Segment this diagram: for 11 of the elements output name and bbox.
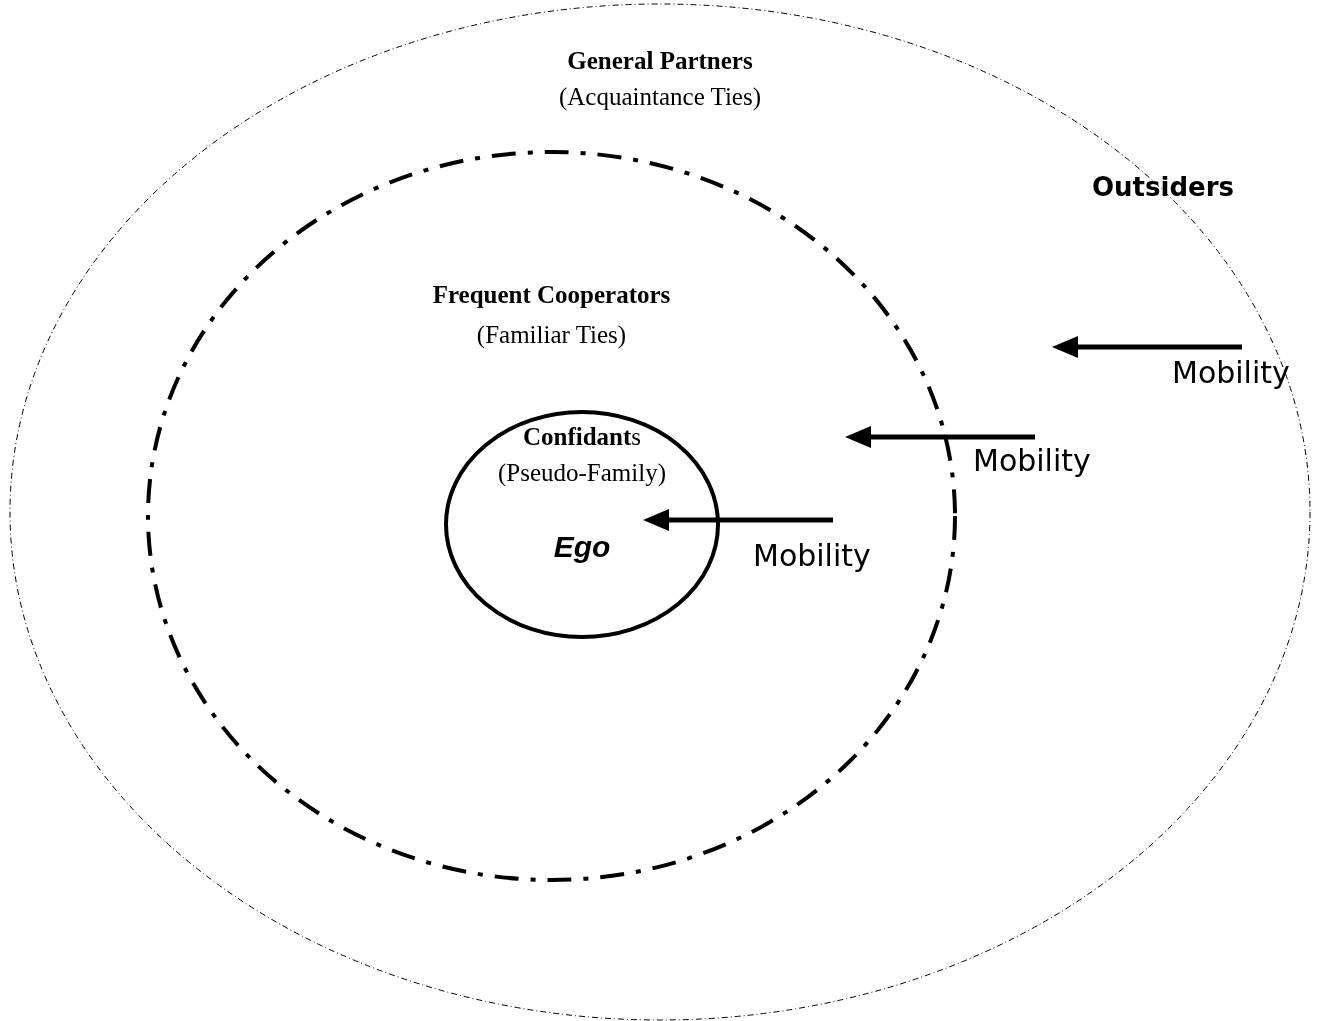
arrow-label: Mobility (1172, 358, 1290, 388)
ring-subtitle: (Acquaintance Ties) (559, 84, 761, 109)
ring-subtitle: (Pseudo-Family) (498, 460, 666, 485)
ring-subtitle: (Familiar Ties) (476, 322, 627, 347)
arrow-label: Mobility (973, 446, 1091, 476)
center-label: Ego (553, 532, 611, 562)
arrow-label: Mobility (753, 541, 871, 571)
ring-title: General Partners (567, 48, 753, 73)
ring-title: Frequent Cooperators (432, 282, 671, 307)
ring-title: Confidants (522, 424, 642, 449)
region-label: Outsiders (1092, 174, 1234, 200)
